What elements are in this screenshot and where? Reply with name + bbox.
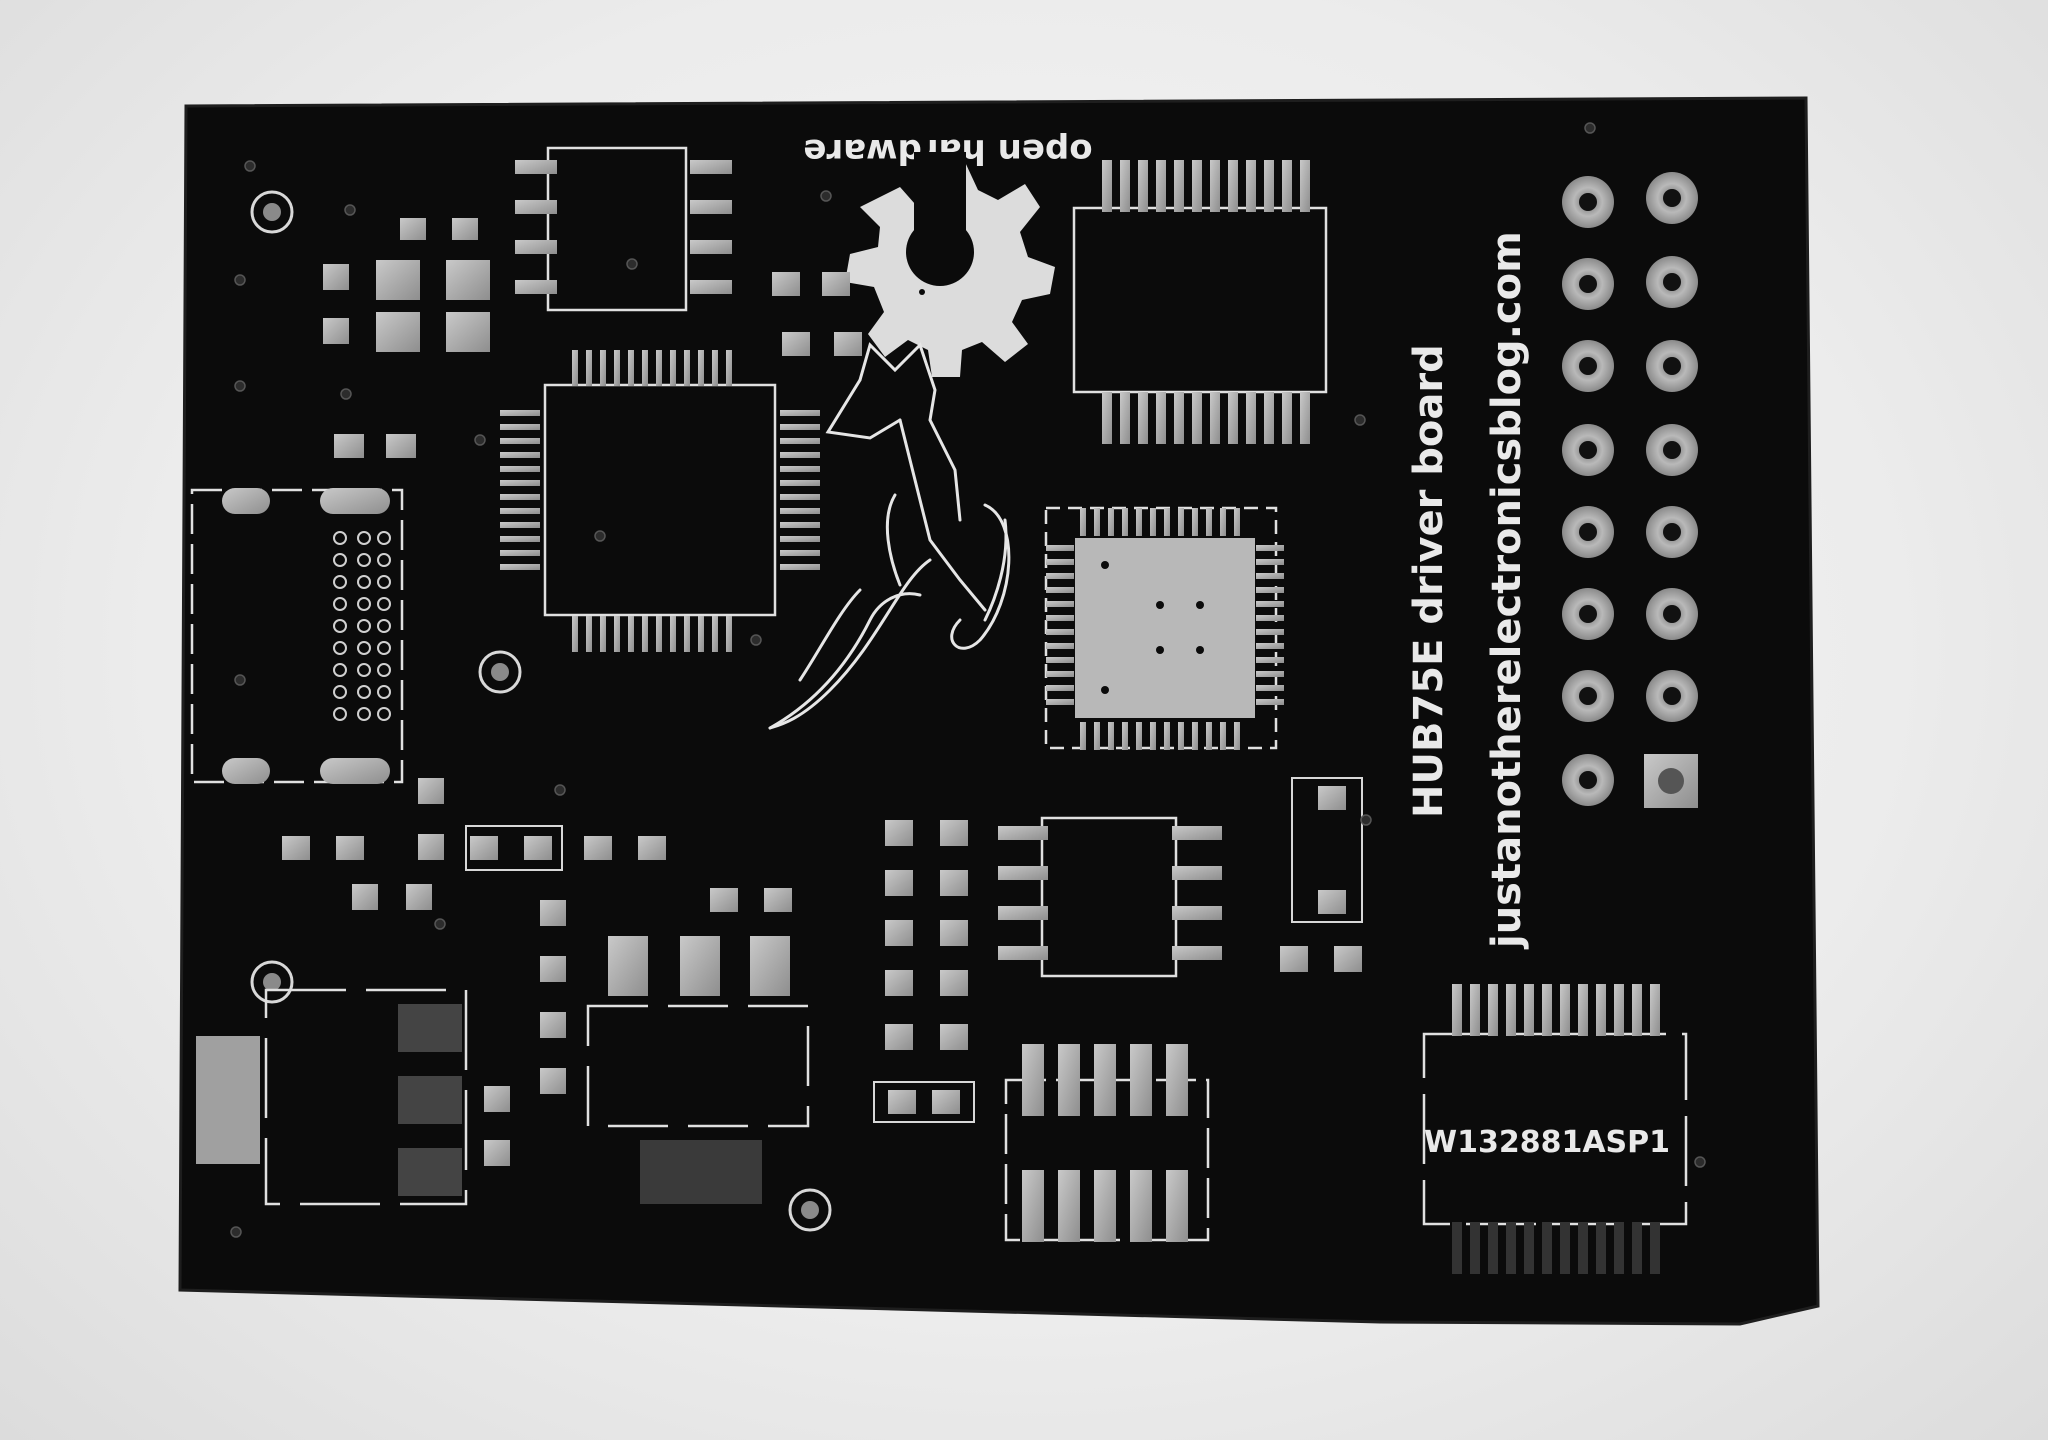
pin-header-2x8 — [1562, 172, 1698, 808]
lqfp-mcu — [500, 350, 820, 652]
svg-text:justanotherelectronicsblog.com: justanotherelectronicsblog.com — [1484, 231, 1530, 950]
soic-ic-top — [515, 146, 732, 312]
fox-logo-icon — [768, 342, 1011, 730]
tssop-ic-top-right — [1072, 160, 1328, 444]
qfn-chip — [1044, 506, 1284, 750]
board-name-label: HUB75E driver board — [1406, 344, 1452, 818]
smd-passives — [282, 218, 1362, 1166]
ribbon-connector: W132881ASP1 — [1422, 984, 1688, 1274]
website-label: justanotherelectronicsblog.com — [1484, 231, 1530, 950]
usb-connector — [190, 488, 404, 784]
soic-ic-bottom — [998, 816, 1222, 978]
chip-marking: W132881ASP1 — [1424, 1125, 1670, 1160]
resistor-array — [1004, 1044, 1210, 1242]
open-hardware-gear-icon — [845, 152, 1055, 377]
power-components — [196, 936, 810, 1206]
svg-text:HUB75E driver board: HUB75E driver board — [1406, 344, 1452, 818]
passive-outlines — [465, 777, 1363, 1123]
pcb-board — [180, 98, 1818, 1324]
vias — [230, 122, 1706, 1238]
mounting-holes — [250, 190, 832, 1232]
